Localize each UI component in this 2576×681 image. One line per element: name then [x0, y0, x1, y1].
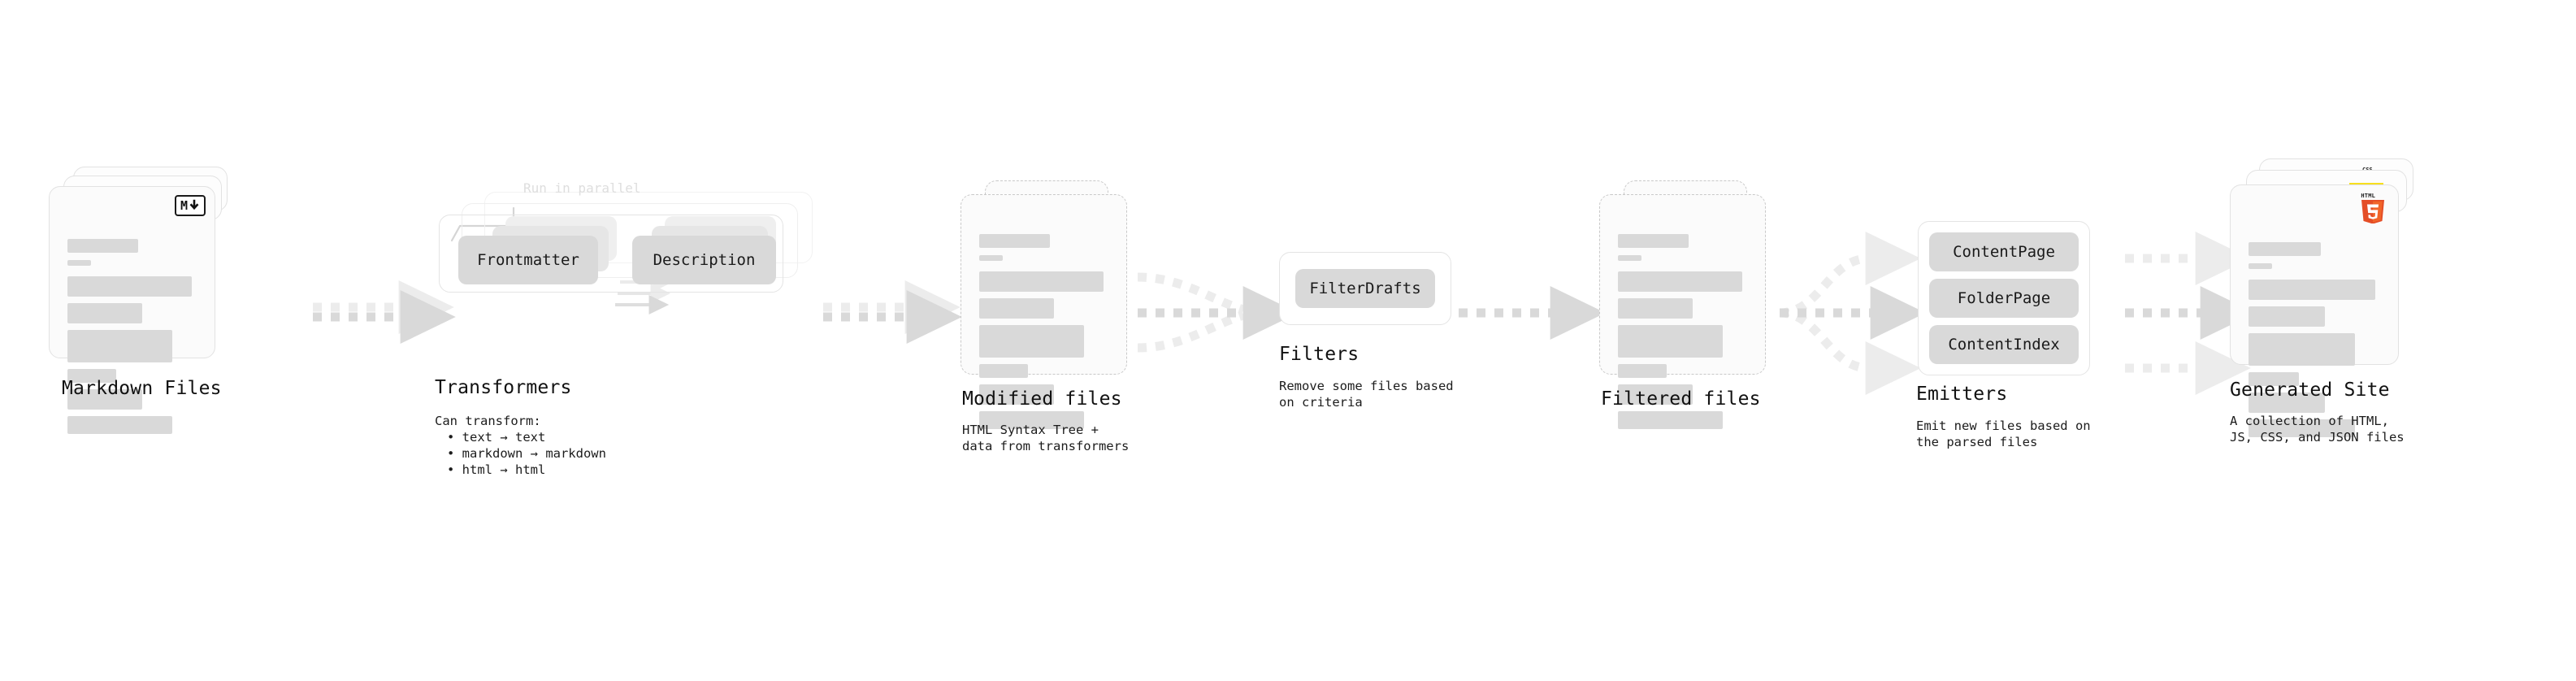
filters-subcaption: Remove some files based on criteria [1279, 379, 1454, 410]
caption-generated-site: Generated Site [2230, 380, 2390, 401]
arrow-modified-to-filters [1137, 272, 1299, 353]
generated-site-stack: CSS HTML [2230, 158, 2433, 437]
stage-modified-files: Modified files HTML Syntax Tree + data f… [961, 180, 1147, 453]
filter-pill-filterdrafts[interactable]: FilterDrafts [1295, 269, 1435, 308]
emitter-pill-contentindex[interactable]: ContentIndex [1929, 325, 2079, 364]
caption-markdown-files: Markdown Files [62, 378, 222, 399]
generated-site-skeleton [2231, 221, 2398, 437]
transformers-subcaption: Can transform: [435, 414, 541, 428]
arrow-filtered-to-emitters [1779, 232, 1926, 395]
stage-markdown-files: M Markdown Files [49, 167, 236, 434]
transformer-pill-description[interactable]: Description [632, 236, 776, 284]
modified-card-front [961, 194, 1127, 429]
emitter-pill-folderpage-label: FolderPage [1957, 289, 2051, 307]
transformers-bullet-3: • html → html [447, 462, 546, 477]
filtered-card-front [1599, 194, 1766, 429]
emitter-pill-contentpage-label: ContentPage [1953, 243, 2055, 261]
filter-pill-filterdrafts-label: FilterDrafts [1309, 280, 1421, 297]
emitter-pill-contentindex-label: ContentIndex [1948, 336, 2060, 354]
markdown-card-front: M [49, 186, 215, 434]
svg-text:M: M [180, 199, 188, 212]
filtered-skeleton [1600, 213, 1765, 429]
stage-emitters: ContentPage FolderPage ContentIndex Emit… [1916, 221, 2113, 449]
transformer-pill-frontmatter-label: Frontmatter [477, 251, 579, 269]
modified-file-stack [961, 180, 1147, 429]
transformers-group-box [439, 215, 783, 293]
svg-text:HTML: HTML [2361, 193, 2375, 199]
caption-modified-files: Modified files [962, 388, 1122, 410]
caption-filters: Filters [1279, 344, 1360, 365]
arrow-emitters-to-site [2125, 232, 2256, 395]
run-in-parallel-label: Run in parallel [523, 180, 641, 196]
markdown-file-stack: M [49, 167, 236, 434]
emitter-pill-contentpage[interactable]: ContentPage [1929, 232, 2079, 271]
transformer-pill-description-label: Description [653, 251, 756, 269]
emitter-pill-folderpage[interactable]: FolderPage [1929, 279, 2079, 318]
stage-transformers: Frontmatter Description Run in parallel … [435, 180, 829, 477]
emitters-subcaption: Emit new files based on the parsed files [1916, 419, 2091, 449]
stage-filtered-files: Filtered files [1599, 180, 1786, 429]
stage-filters: FilterDrafts Filters Remove some files b… [1279, 252, 1466, 410]
modified-files-subcaption: HTML Syntax Tree + data from transformer… [962, 423, 1130, 453]
transformers-bullet-1: • text → text [447, 430, 546, 445]
generated-site-subcaption: A collection of HTML, JS, CSS, and JSON … [2230, 414, 2405, 445]
arrow-transformers-to-modified [823, 280, 962, 344]
transformers-bullet-2: • markdown → markdown [447, 446, 606, 461]
modified-skeleton [961, 213, 1126, 429]
stage-generated-site: CSS HTML [2230, 158, 2433, 445]
markdown-skeleton [50, 218, 215, 434]
filtered-file-stack [1599, 180, 1786, 429]
html5-icon: HTML [2361, 193, 2384, 223]
caption-transformers: Transformers [435, 377, 572, 398]
transformer-pill-frontmatter[interactable]: Frontmatter [458, 236, 598, 284]
generated-card-front: HTML [2230, 184, 2399, 437]
caption-emitters: Emitters [1916, 384, 2008, 405]
caption-filtered-files: Filtered files [1601, 388, 1761, 410]
arrow-markdown-to-transformers [313, 280, 456, 344]
markdown-icon: M [175, 195, 206, 216]
